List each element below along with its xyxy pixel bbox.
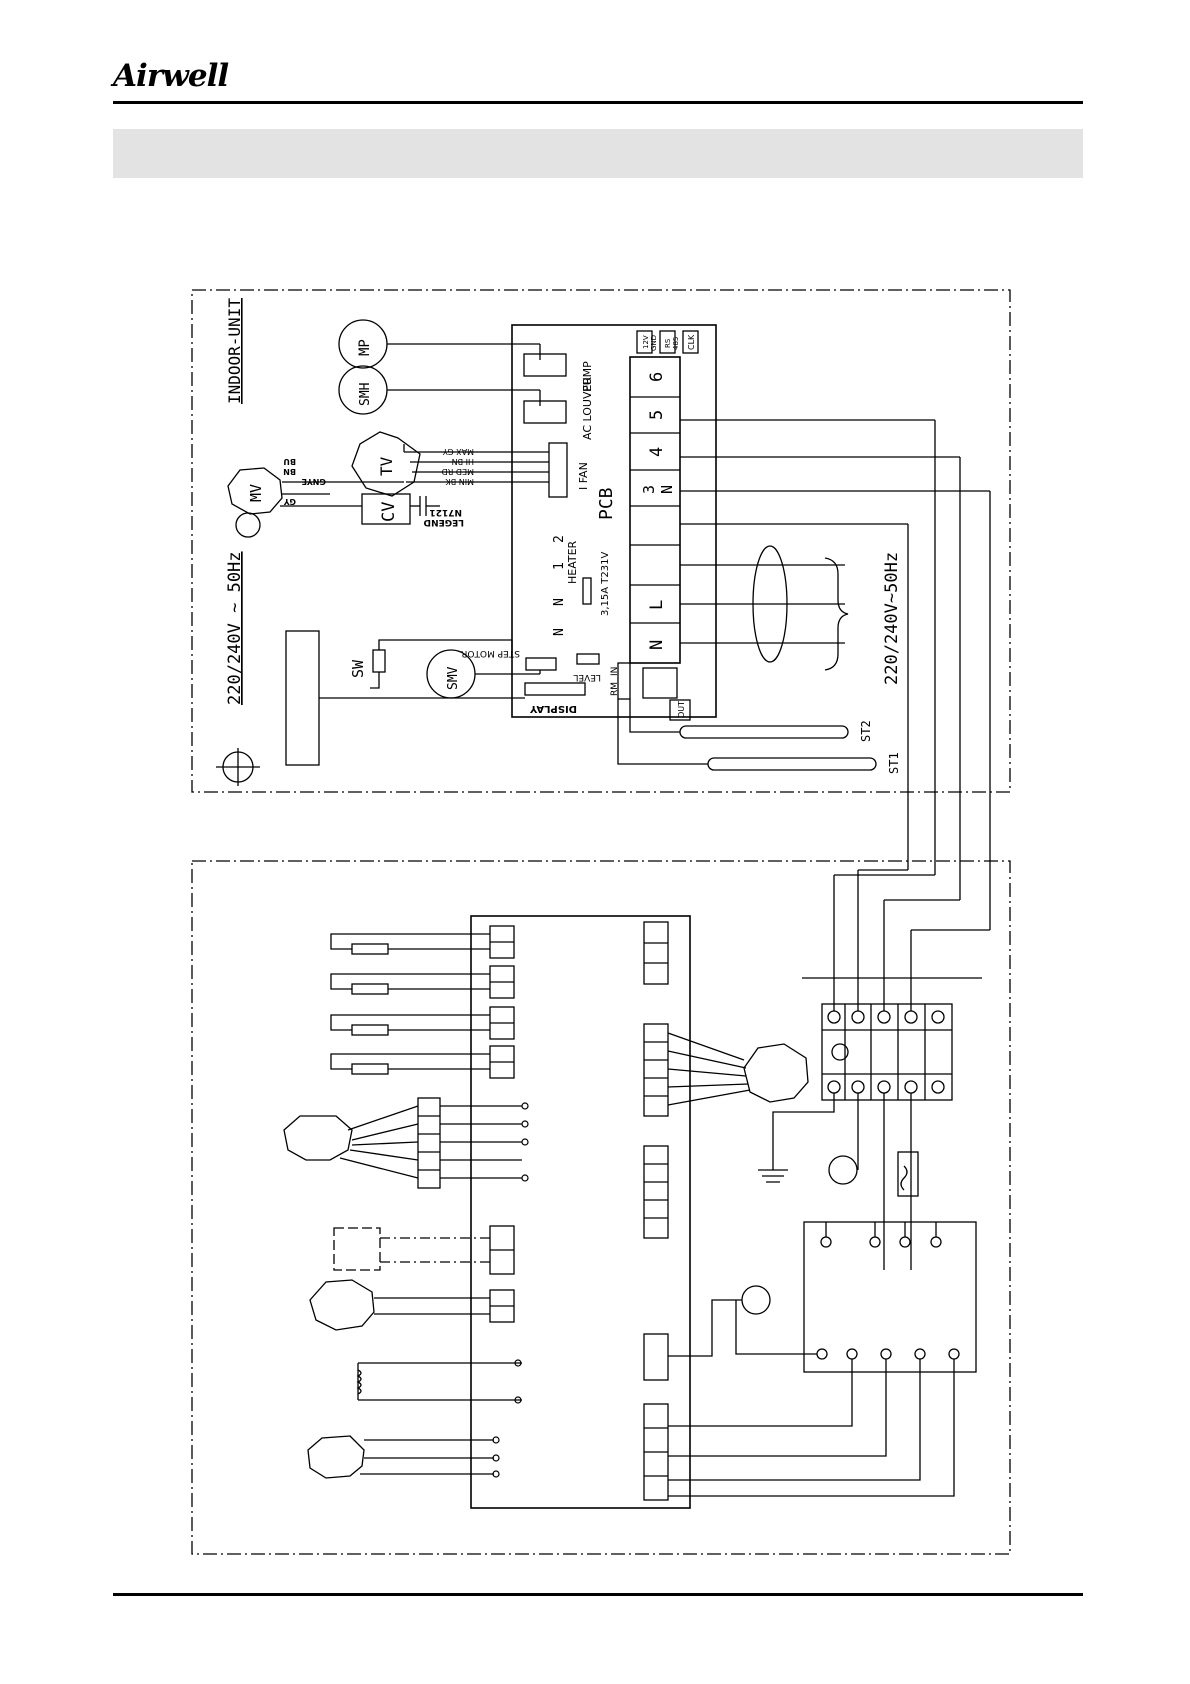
fan-wire-min: MIN BK [445,477,474,486]
fuse-label: 3,15A T231V [600,552,611,616]
out-label: OUT [677,701,686,718]
rs-label: RS [664,338,672,348]
outdoor-unit-frame [192,861,1010,1554]
fuse [583,578,591,604]
supply-voltage-left: 220/240V ~ 50Hz [225,551,245,705]
step-motor-label: STEP MOTOR [461,648,520,658]
sw-switch [373,650,385,672]
display-connector [525,683,585,695]
heater-pin-1: 1 [552,562,567,570]
wire-bn: BN [283,467,296,476]
fan-wire-max: MAX GY [443,447,474,456]
terminal-5: 5 [647,410,667,420]
outdoor-motor-1 [284,1116,352,1160]
heater-label: HEATER [566,540,579,584]
sw-label: SW [349,659,367,678]
terminal-3: 3 [640,485,658,494]
mv-label: MV [247,484,265,502]
fan-label: I FAN [577,462,590,490]
wire-gnye: GNYE [301,477,326,486]
outdoor-compressor [744,1044,808,1102]
terminal-n: N [647,640,667,650]
rm-label: RM [610,682,620,696]
tv-label: TV [377,456,396,476]
terminal-l: L [647,600,667,610]
outdoor-motor-3 [308,1436,364,1478]
fan-connector [549,443,567,497]
legend-code: N7121 [429,507,462,517]
pump-connector [524,354,566,376]
heater-pin-n1: N [552,598,567,606]
fan-wire-med: MED RD [442,467,474,476]
wire-gy: GY [284,497,296,506]
display-label: DISPLAY [529,703,577,714]
mp-label: MP [357,339,373,356]
cv-label: CV [379,502,399,522]
display-board [286,631,319,765]
outdoor-motor-2 [310,1280,374,1330]
heater-pin-2: 2 [552,535,567,543]
smh-label: SMH [358,383,373,406]
gnd-label: GND [650,335,658,351]
terminal-strip [630,357,680,663]
indoor-unit-title: INDOOR-UNIT [225,298,244,404]
12v-label: 12V [642,335,650,349]
in-label: IN [610,667,620,676]
terminal-6: 6 [647,372,667,382]
footer-rule [113,1593,1083,1596]
wire-bu: BU [283,457,296,466]
supply-voltage-right: 220/240V~50Hz [882,552,902,685]
step-motor-connector [526,658,556,670]
ac-louver-label: AC LOUVER [581,377,594,440]
outdoor-pcb [471,916,690,1508]
terminal-4: 4 [647,447,667,457]
legend-label: LEGEND [424,517,464,527]
st1-sensor [708,758,876,770]
terminal-3n: N [658,485,676,494]
smv-label: SMV [446,666,461,690]
st2-sensor [680,726,848,738]
clk-label: CLK [687,334,696,350]
pcb-label: PCB [596,487,617,520]
485-label: 485 [672,337,680,350]
st2-label: ST2 [859,720,873,742]
fan-wire-hi: HI BN [452,457,474,466]
level-label: LEVEL [573,672,601,682]
louver-connector [524,401,566,423]
heater-pin-n2: N [552,628,567,636]
st1-label: ST1 [887,752,901,774]
